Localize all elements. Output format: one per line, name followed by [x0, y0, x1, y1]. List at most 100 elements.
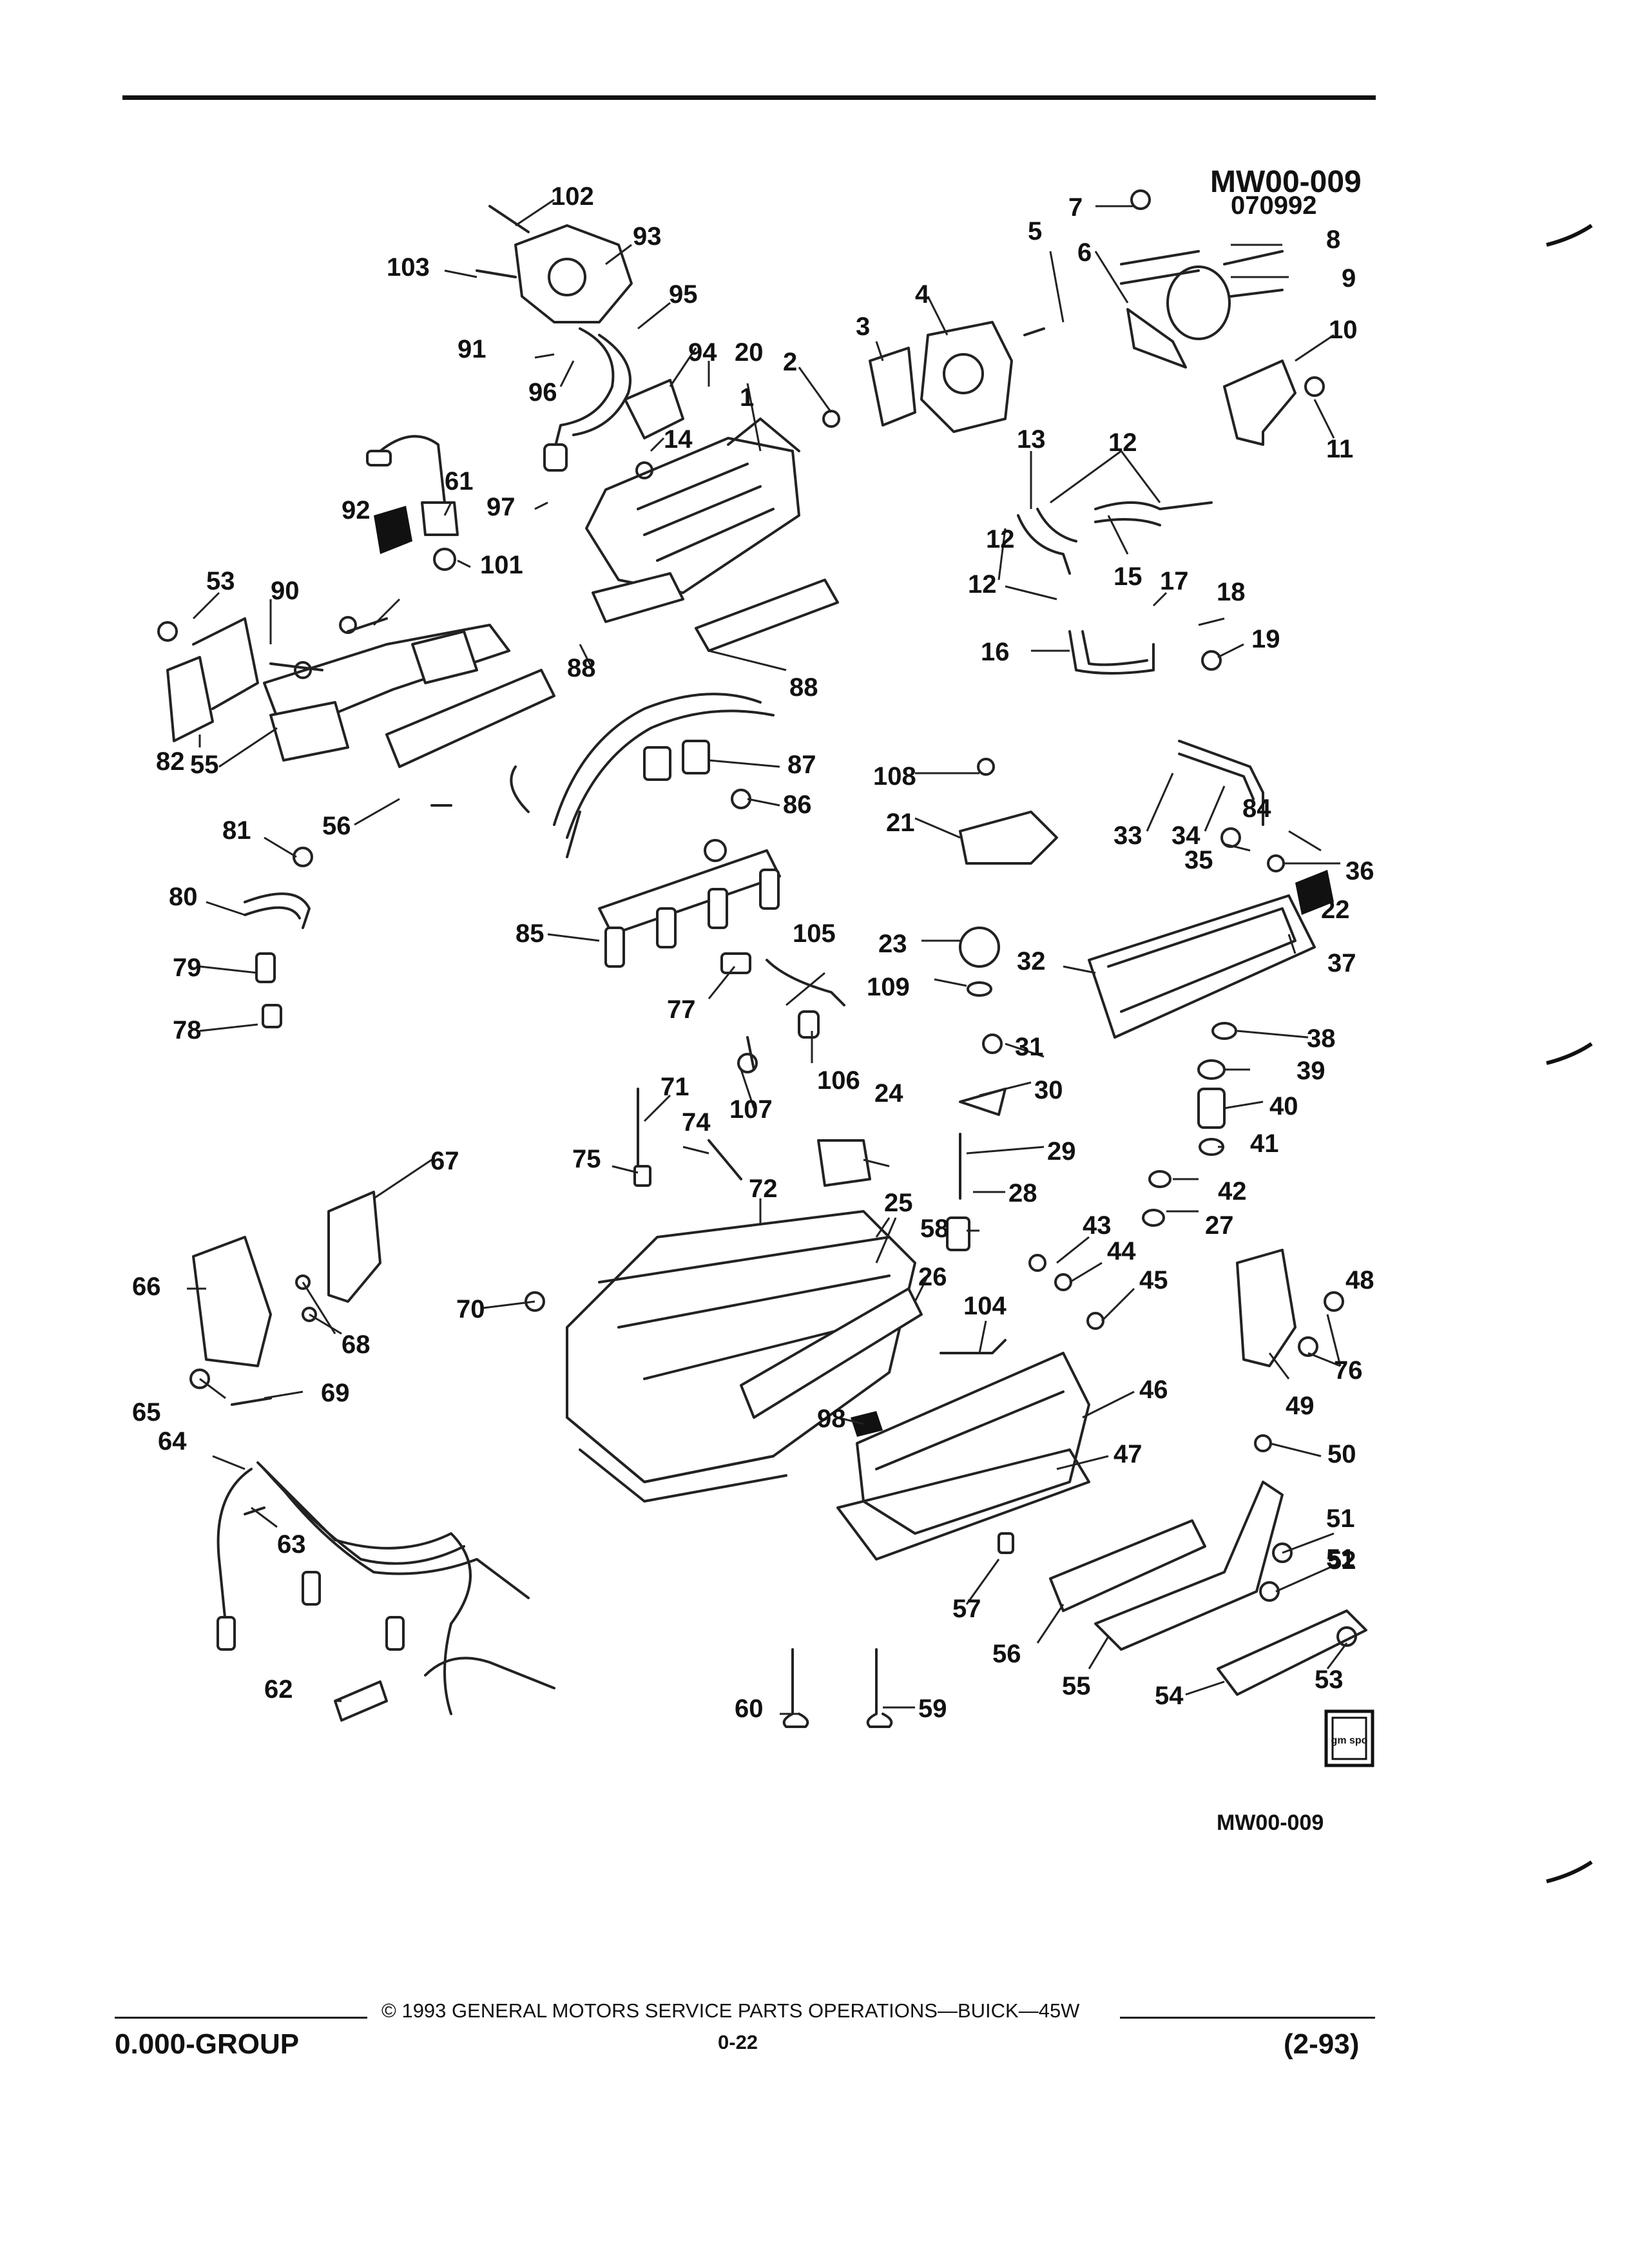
- footer-rule-left: [115, 2017, 367, 2019]
- callout: 3: [856, 312, 870, 341]
- callout: 81: [222, 816, 251, 845]
- callout: 85: [516, 919, 545, 948]
- exhaust-gasket-right-part: [1049, 1519, 1206, 1612]
- bracket-49-part: [1236, 1249, 1296, 1367]
- callout: 103: [387, 253, 430, 282]
- coolant-hoses-part: [1017, 501, 1213, 675]
- callout: 62: [264, 1675, 293, 1704]
- page-edge-mark: [1546, 224, 1593, 247]
- callout: 60: [735, 1695, 764, 1723]
- callout: 12: [968, 570, 997, 599]
- oxygen-sensor-part: [366, 435, 459, 571]
- callout: 38: [1307, 1024, 1336, 1053]
- parts-artwork: [157, 189, 1367, 1728]
- callout: 102: [551, 182, 594, 211]
- spark-plug-part: [334, 1680, 388, 1722]
- bracket-104-part: [940, 1339, 1007, 1354]
- callout: 24: [874, 1079, 903, 1108]
- callout: 59: [918, 1695, 947, 1723]
- callout: 2: [783, 348, 797, 376]
- callout: 101: [480, 551, 523, 579]
- callout: 7: [1068, 193, 1083, 222]
- pcv-tube-part: [1178, 740, 1264, 826]
- throttle-body-part: [476, 205, 684, 472]
- callout: 31: [1015, 1033, 1044, 1061]
- callout: 67: [430, 1147, 459, 1175]
- thermostat-housing-part: [959, 811, 1058, 865]
- callout: 27: [1205, 1211, 1234, 1240]
- callout: 107: [729, 1095, 773, 1124]
- callout: 109: [867, 973, 910, 1001]
- bracket-10-part: [1223, 360, 1296, 446]
- callout: 33: [1113, 822, 1142, 850]
- callout: 70: [456, 1295, 485, 1323]
- bracket-67-part: [327, 1191, 381, 1303]
- illustration-code: MW00-009: [1210, 165, 1362, 199]
- footer-rule-right: [1120, 2017, 1375, 2019]
- callout: 39: [1296, 1057, 1325, 1085]
- callout: 12: [986, 525, 1015, 553]
- callout: 71: [660, 1073, 689, 1101]
- callout: 5: [1028, 217, 1042, 245]
- callout: 22: [1321, 896, 1350, 924]
- callout: 56: [322, 812, 351, 840]
- fuel-line-part: [766, 959, 845, 1006]
- callout: 40: [1269, 1092, 1298, 1120]
- callout: 37: [1327, 949, 1356, 977]
- callout: 88: [567, 654, 596, 682]
- pcv-tube-part-2: [1178, 753, 1255, 800]
- callout: 23: [878, 930, 907, 958]
- callout: 54: [1155, 1682, 1184, 1710]
- callout: 26: [918, 1263, 947, 1291]
- callout: 48: [1345, 1266, 1374, 1294]
- logo-text: gm spo: [1331, 1735, 1368, 1746]
- callout: 12: [1108, 428, 1137, 457]
- cylinder-head-part: [836, 1352, 1090, 1561]
- callout: 36: [1345, 857, 1374, 885]
- callout: 94: [688, 338, 717, 367]
- leader-lines: [187, 198, 1348, 1715]
- callout: 1: [740, 383, 754, 412]
- page-edge-mark: [1546, 1860, 1593, 1883]
- callout: 72: [749, 1175, 778, 1203]
- callout: 28: [1008, 1179, 1037, 1207]
- callout: 29: [1047, 1137, 1076, 1166]
- callout: 32: [1017, 947, 1046, 975]
- exhaust-manifold-right-part: [1094, 1481, 1284, 1651]
- valve-cover-part: [1088, 870, 1334, 1039]
- callout: 47: [1113, 1440, 1142, 1468]
- throttle-body-center-part: [869, 321, 1013, 433]
- callout: 6: [1077, 238, 1092, 267]
- callout: 46: [1139, 1376, 1168, 1404]
- callout: 20: [735, 338, 764, 367]
- callout: 25: [884, 1189, 913, 1217]
- callout: 76: [1334, 1356, 1363, 1385]
- callout: 63: [277, 1530, 306, 1559]
- bracket-66-part: [192, 1236, 272, 1367]
- callout: 35: [1184, 846, 1213, 874]
- callout: 82: [156, 747, 185, 776]
- callout: 87: [787, 751, 816, 779]
- injector-harness-part: [510, 693, 775, 858]
- callout: 65: [132, 1398, 161, 1427]
- callout: 105: [793, 919, 836, 948]
- callout: 90: [271, 577, 300, 605]
- callout: 16: [981, 638, 1010, 666]
- callout: 14: [664, 425, 693, 454]
- illustration-code-bottom: MW00-009: [1217, 1811, 1324, 1835]
- seal-109-part: [967, 981, 992, 997]
- callout: 18: [1217, 578, 1246, 606]
- callout: 55: [1062, 1672, 1091, 1700]
- upper-intake-plenum-part: [585, 418, 839, 652]
- page-edge-mark: [1546, 1042, 1593, 1065]
- callout: 106: [817, 1066, 860, 1095]
- callout: 49: [1286, 1392, 1315, 1420]
- callout: 75: [572, 1145, 601, 1173]
- callout: 78: [173, 1016, 202, 1044]
- pressure-regulator-part: [720, 952, 751, 974]
- intake-gasket-part: [740, 1287, 923, 1419]
- callout: 13: [1017, 425, 1046, 454]
- top-rule: [122, 95, 1376, 100]
- callout: 92: [342, 496, 371, 524]
